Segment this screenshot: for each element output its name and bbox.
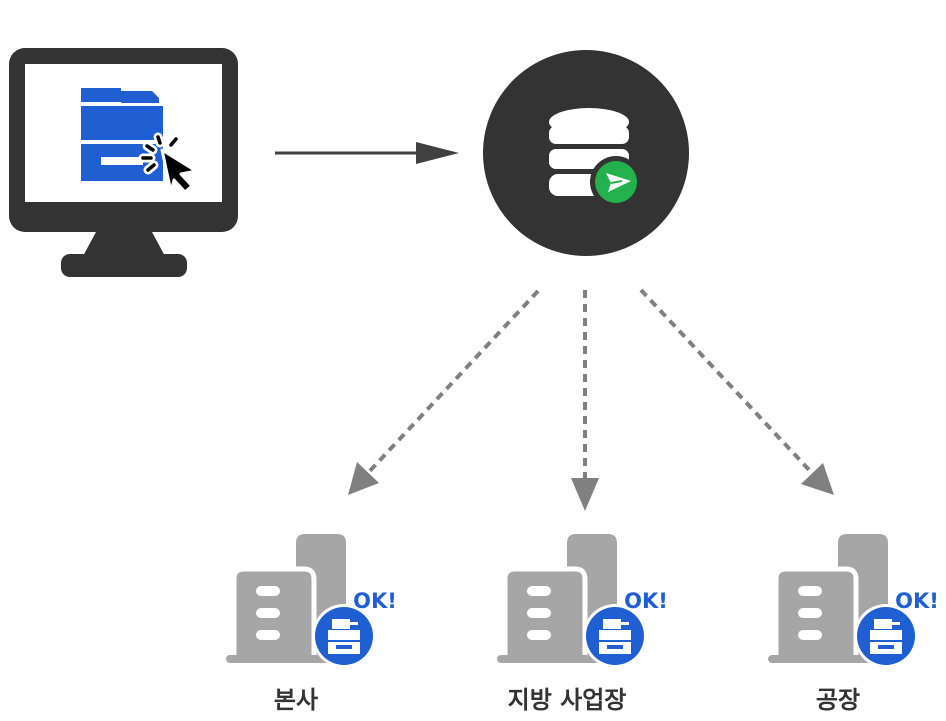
status-ok: OK!	[624, 589, 668, 613]
printer-badge	[854, 604, 918, 668]
site-label: 지방 사업장	[508, 686, 627, 714]
monitor-stand	[61, 254, 187, 277]
site-headquarters: OK! 본사	[226, 534, 397, 714]
site-label: 공장	[816, 686, 860, 714]
site-factory: OK! 공장	[768, 534, 939, 714]
status-ok: OK!	[895, 589, 939, 613]
printer-badge	[312, 604, 376, 668]
distribution-arrows	[348, 288, 834, 511]
printer-badge	[583, 604, 647, 668]
site-regional-office: OK! 지방 사업장	[497, 534, 668, 714]
site-label: 본사	[274, 686, 318, 714]
mouse-pointer-click-icon	[138, 132, 198, 194]
monitor-neck	[82, 232, 166, 258]
push-arrow	[275, 142, 459, 164]
admin-monitor	[9, 48, 238, 277]
send-plane-icon	[590, 156, 642, 208]
status-ok: OK!	[353, 589, 397, 613]
database-server-icon	[483, 50, 689, 256]
